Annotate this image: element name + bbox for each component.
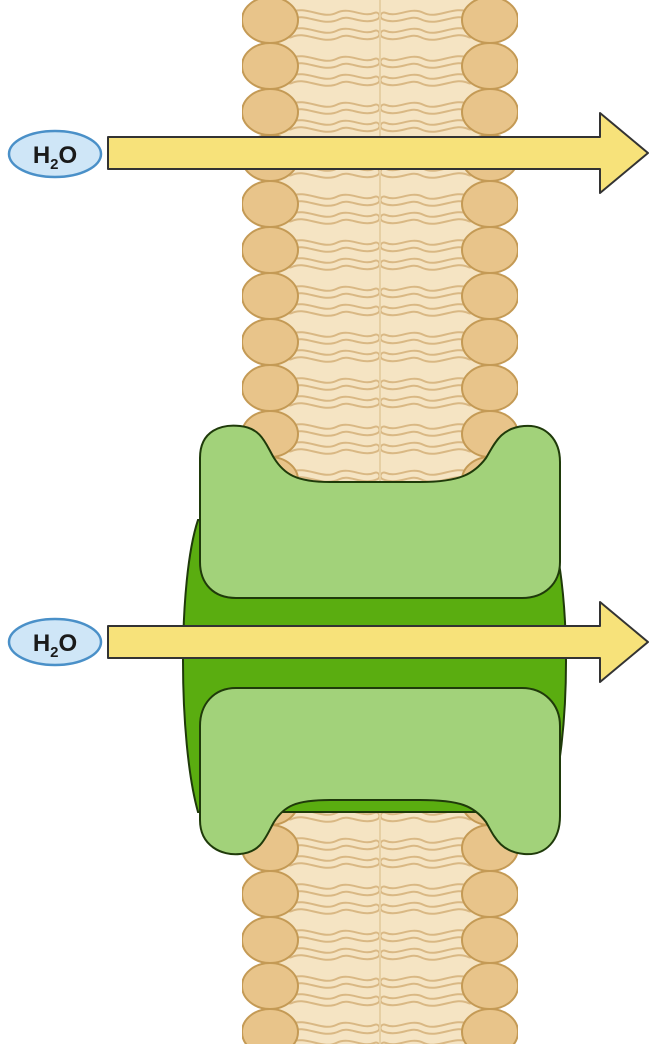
lipid-head — [242, 365, 298, 411]
lipid-head — [462, 89, 518, 135]
lipid-head — [462, 227, 518, 273]
lipid-head — [242, 227, 298, 273]
lipid-head — [242, 273, 298, 319]
lipid-head — [242, 963, 298, 1009]
lipid-head — [462, 963, 518, 1009]
lipid-head — [242, 43, 298, 89]
lipid-head — [242, 319, 298, 365]
lipid-head — [242, 181, 298, 227]
lipid-head — [462, 319, 518, 365]
lipid-head — [242, 0, 298, 43]
lipid-head — [462, 181, 518, 227]
lipid-head — [462, 0, 518, 43]
lipid-head — [462, 273, 518, 319]
lipid-head — [242, 871, 298, 917]
lipid-head — [462, 43, 518, 89]
lipid-head — [462, 917, 518, 963]
lipid-head — [462, 871, 518, 917]
lipid-head — [242, 89, 298, 135]
lipid-head — [462, 365, 518, 411]
lipid-head — [242, 917, 298, 963]
